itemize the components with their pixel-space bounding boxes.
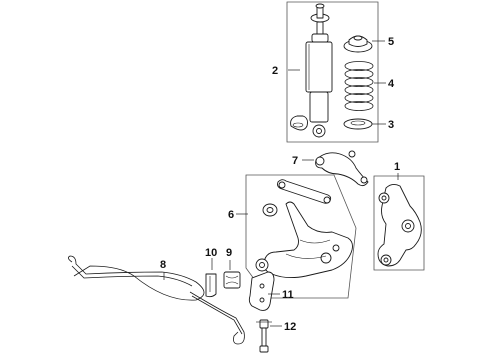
stabilizer-clamp [205, 273, 217, 298]
knuckle-group-frame [373, 175, 425, 271]
callout-12: 12 [284, 321, 296, 333]
leader-lines [163, 40, 399, 327]
lower-control-arm-group [245, 174, 357, 299]
stabilizer-link [256, 319, 272, 353]
callout-10: 10 [205, 247, 217, 259]
stabilizer-bracket [248, 271, 275, 311]
callouts: 1 2 3 4 5 6 7 8 9 10 11 12 [160, 36, 400, 333]
stabilizer-bushing [223, 271, 241, 289]
callout-7: 7 [292, 155, 298, 167]
callout-8: 8 [160, 259, 166, 271]
lower-control-arm-group-frame [245, 174, 357, 299]
callout-3: 3 [388, 119, 394, 131]
lower-spring-seat [343, 118, 373, 130]
callout-5: 5 [388, 36, 394, 48]
callout-2: 2 [272, 65, 278, 77]
stabilizer-bar [68, 255, 245, 345]
callout-9: 9 [226, 247, 232, 259]
callout-1: 1 [394, 161, 400, 173]
upper-control-arm [315, 150, 369, 187]
knuckle-group [373, 175, 425, 271]
callout-6: 6 [228, 209, 234, 221]
coil-spring [344, 61, 374, 111]
upper-spring-seat [343, 35, 373, 53]
callout-11: 11 [282, 289, 294, 301]
shock-absorber-group-frame [286, 1, 379, 143]
shock-absorber-group [286, 1, 379, 143]
callout-4: 4 [388, 78, 395, 90]
